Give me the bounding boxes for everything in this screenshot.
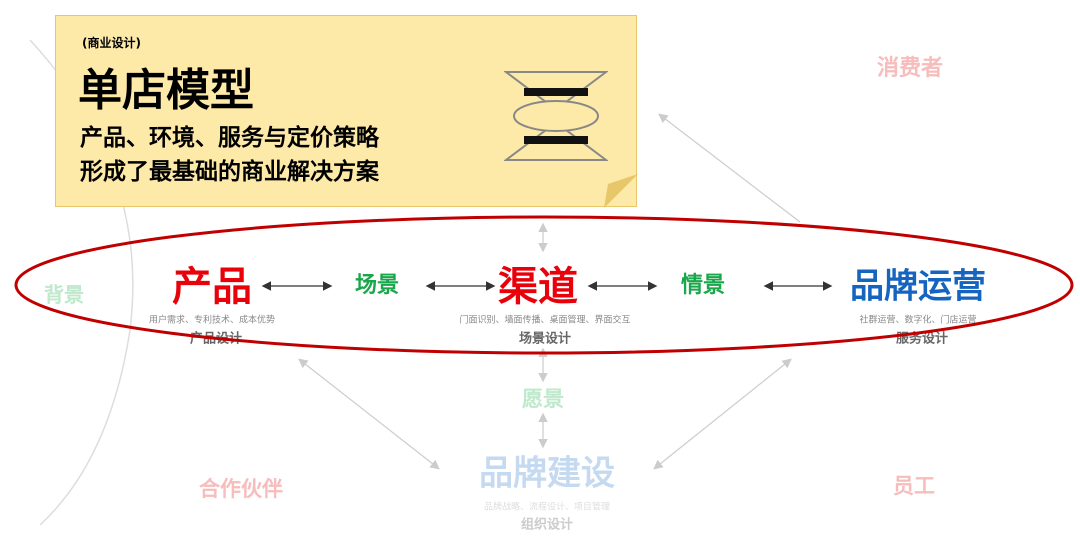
note-line-1: 产品、环境、服务与定价策略 [80, 125, 379, 151]
brand-ops-label: 服务设计 [895, 331, 949, 347]
brand-ops-sub: 社群运营、数字化、门店运营 [859, 315, 977, 326]
folded-corner [604, 174, 638, 208]
consumer-label: 消费者 [876, 56, 944, 81]
brand-building-title: 品牌建设 [479, 453, 615, 494]
background-label: 背景 [44, 282, 84, 307]
brand-ops-title: 品牌运营 [850, 266, 986, 307]
vision-label: 愿景 [522, 387, 564, 411]
hourglass-icon [504, 71, 608, 161]
channel-title: 渠道 [498, 264, 578, 310]
channel-label: 场景设计 [518, 331, 572, 347]
scene-label: 场景 [354, 273, 400, 298]
note-line-2: 形成了最基础的商业解决方案 [80, 159, 379, 185]
product-sub: 用户需求、专利技术、成本优势 [148, 315, 276, 326]
brand-building-sub: 品牌战略、流程设计、项目管理 [483, 502, 611, 513]
brand-building-label: 组织设计 [520, 517, 574, 533]
note-title: 单店模型 [78, 65, 254, 116]
channel-sub: 门面识别、墙面传播、桌面管理、界面交互 [459, 315, 631, 326]
product-label: 产品设计 [189, 331, 243, 347]
sticky-note: (商业设计) 单店模型 产品、环境、服务与定价策略 形成了最基础的商业解决方案 [55, 15, 638, 208]
note-tag: (商业设计) [82, 36, 141, 50]
partner-label: 合作伙伴 [199, 477, 283, 501]
product-title: 产品 [172, 264, 252, 310]
staff-label: 员工 [893, 474, 935, 498]
situation-label: 情景 [680, 273, 726, 298]
